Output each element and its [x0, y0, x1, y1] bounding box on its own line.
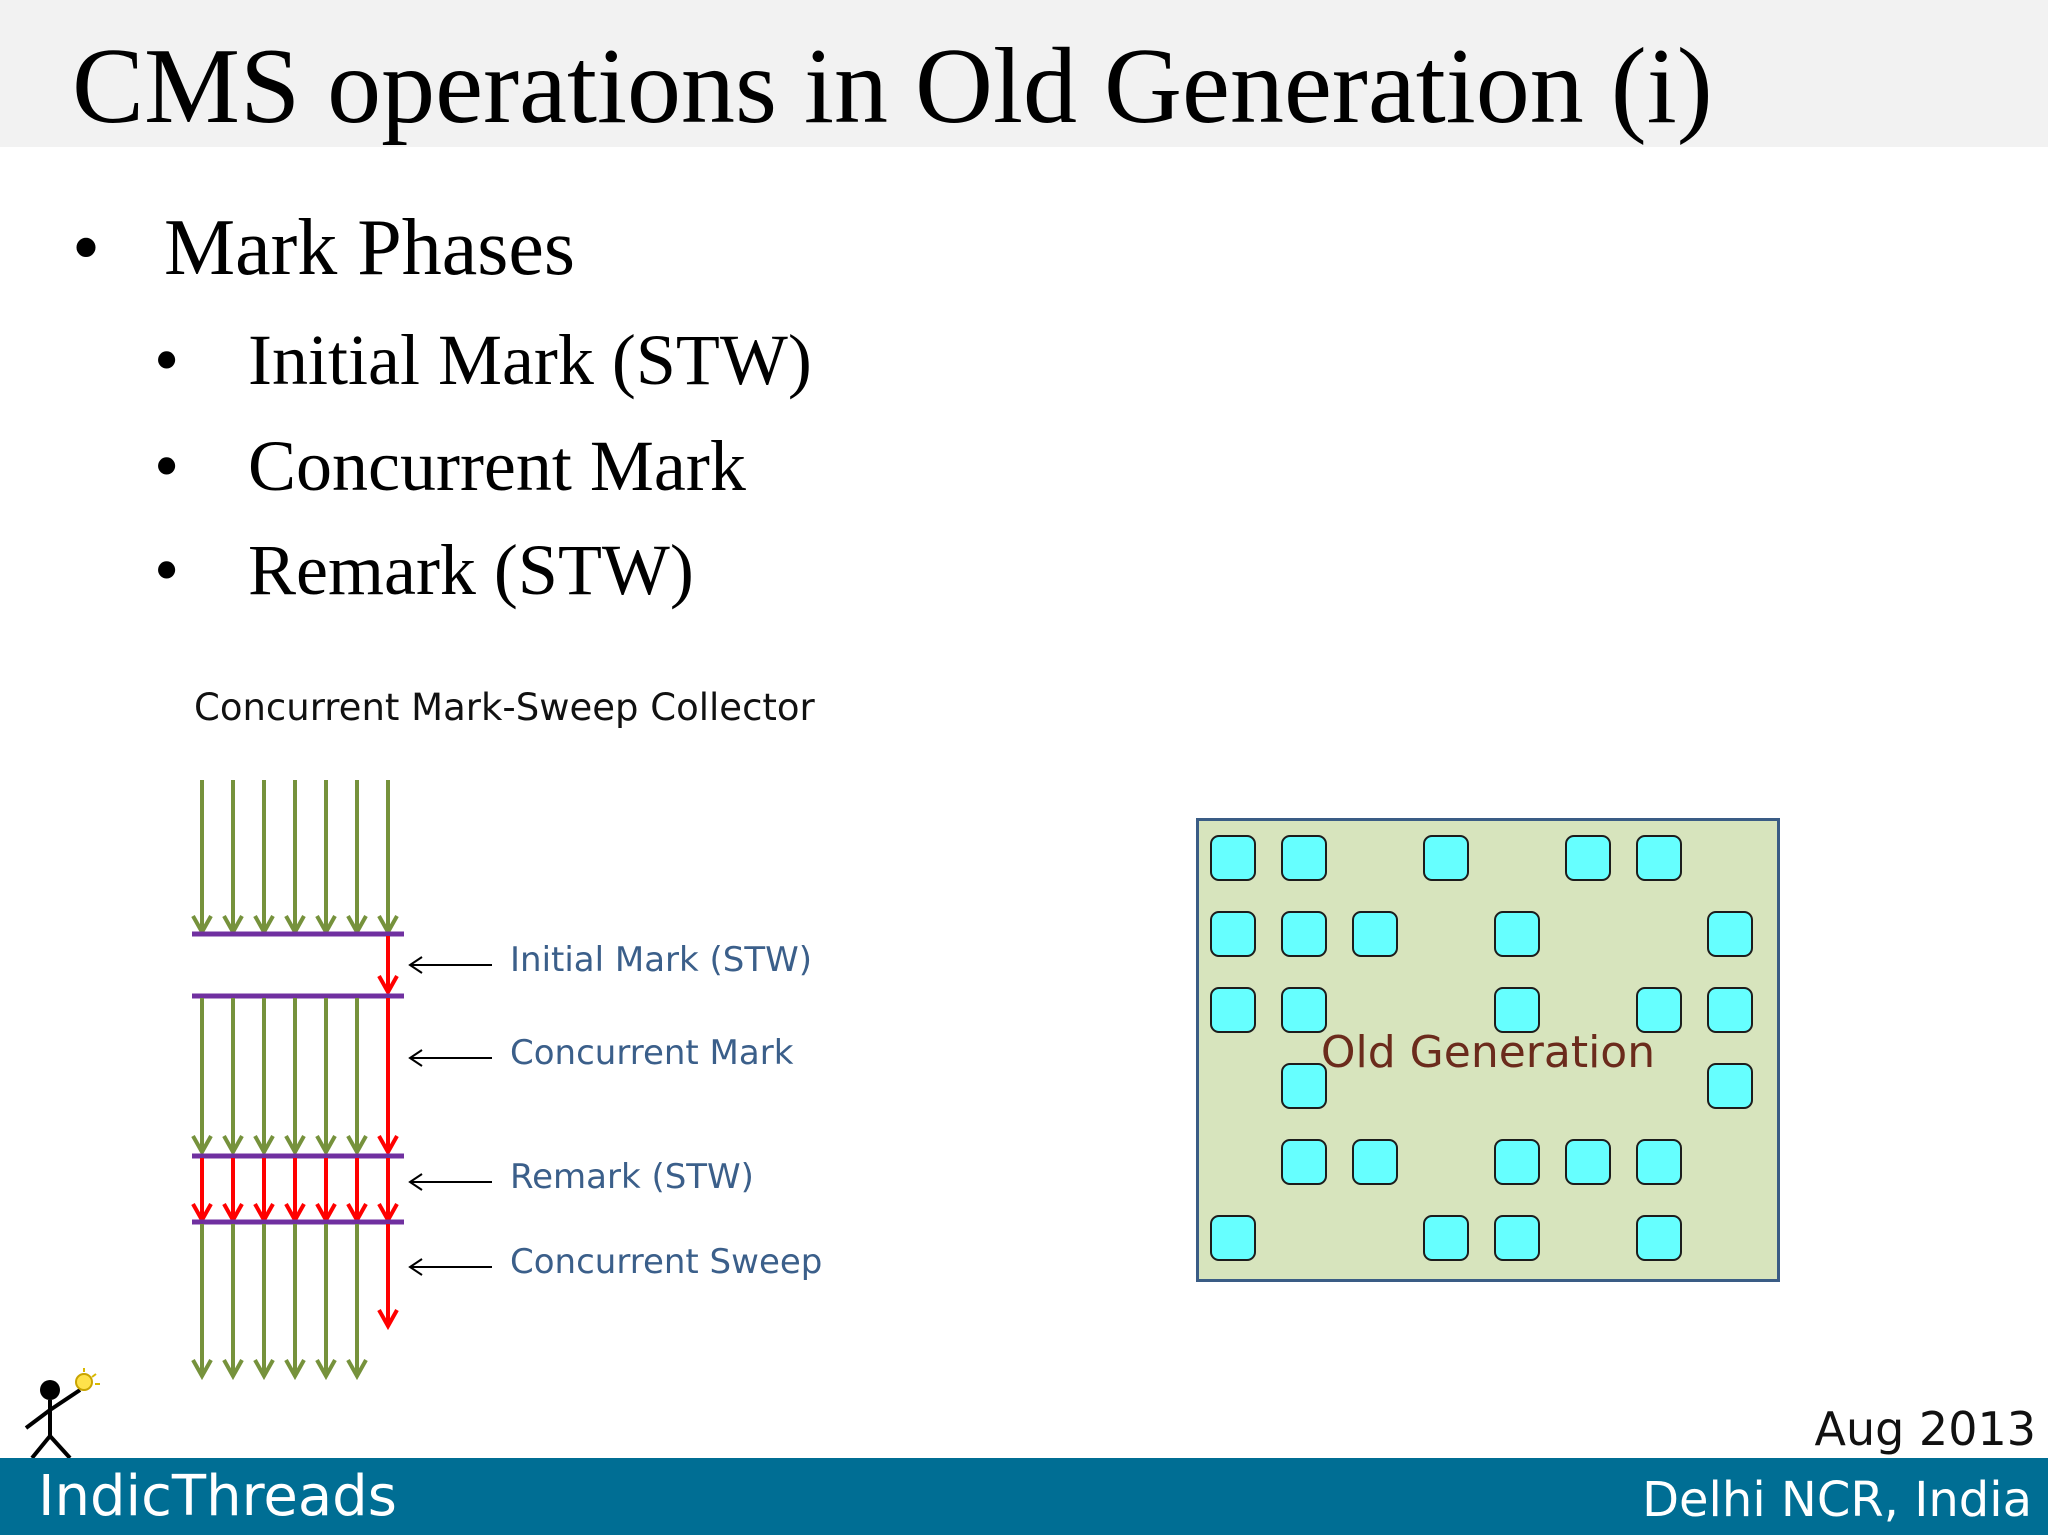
- heap-object: [1210, 1215, 1256, 1261]
- gc-thread-arrow-head: [377, 1135, 399, 1157]
- app-thread-arrow-head: [191, 1135, 213, 1157]
- diagram-title: Concurrent Mark-Sweep Collector: [194, 686, 815, 729]
- app-thread-arrow-head: [253, 1359, 275, 1381]
- heap-object: [1636, 835, 1682, 881]
- old-generation-heap: Old Generation: [1196, 818, 1780, 1282]
- phase-label: Concurrent Mark: [510, 1033, 794, 1073]
- phase-pointer-arrow: [408, 1173, 492, 1191]
- app-thread-arrow-head: [315, 1359, 337, 1381]
- heap-object: [1636, 987, 1682, 1033]
- app-thread-arrow-head: [346, 1359, 368, 1381]
- cms-thread-diagram: [191, 780, 404, 1381]
- stick-figure-logo: [24, 1368, 100, 1460]
- title-band: [0, 0, 2048, 147]
- event-location: Delhi NCR, India: [1642, 1472, 2032, 1528]
- old-generation-label: Old Generation: [1320, 1027, 1656, 1078]
- sub-bullet-marker: •: [154, 426, 180, 506]
- heap-object: [1210, 987, 1256, 1033]
- app-thread-arrow-head: [284, 1135, 306, 1157]
- heap-object: [1423, 835, 1469, 881]
- app-thread-arrow-head: [253, 1135, 275, 1157]
- heap-object: [1281, 911, 1327, 957]
- heap-object: [1707, 1063, 1753, 1109]
- sub-bullet-marker: •: [154, 530, 180, 610]
- gc-thread-arrow-head: [377, 975, 399, 997]
- sub-bullet-text: Initial Mark (STW): [248, 320, 812, 400]
- app-thread-arrow-head: [315, 1135, 337, 1157]
- heap-object: [1494, 911, 1540, 957]
- heap-object: [1281, 987, 1327, 1033]
- phase-pointer-arrow: [408, 1049, 492, 1067]
- app-thread-arrow-head: [346, 1135, 368, 1157]
- heap-object: [1494, 987, 1540, 1033]
- bullet-marker: •: [72, 204, 101, 292]
- phase-label: Remark (STW): [510, 1157, 754, 1197]
- app-thread-arrow-head: [191, 1359, 213, 1381]
- phase-pointer-arrow: [408, 1258, 492, 1276]
- thread-arrows: [191, 780, 404, 1381]
- heap-object: [1707, 987, 1753, 1033]
- app-thread-arrow-head: [222, 1135, 244, 1157]
- sub-bullet-marker: •: [154, 320, 180, 400]
- footer-bar: IndicThreads Delhi NCR, India: [0, 1458, 2048, 1535]
- heap-object: [1423, 1215, 1469, 1261]
- heap-object: [1565, 835, 1611, 881]
- sub-bullet-text: Remark (STW): [248, 530, 694, 610]
- bullet-text: Mark Phases: [164, 204, 576, 292]
- heap-object: [1565, 1139, 1611, 1185]
- heap-object: [1281, 835, 1327, 881]
- gc-thread-arrow-head: [377, 1309, 399, 1331]
- brand-name: IndicThreads: [38, 1464, 397, 1529]
- heap-object: [1636, 1139, 1682, 1185]
- date-label: Aug 2013: [1814, 1402, 2036, 1456]
- phase-label: Initial Mark (STW): [510, 940, 813, 980]
- slide-title: CMS operations in Old Generation (i): [72, 27, 1713, 146]
- heap-object: [1210, 835, 1256, 881]
- phase-pointer-arrow: [408, 956, 492, 974]
- heap-object: [1281, 1063, 1327, 1109]
- heap-object: [1352, 1139, 1398, 1185]
- app-thread-arrow-head: [222, 1359, 244, 1381]
- heap-object: [1210, 911, 1256, 957]
- heap-object: [1281, 1139, 1327, 1185]
- heap-object: [1352, 911, 1398, 957]
- heap-object: [1707, 911, 1753, 957]
- app-thread-arrow-head: [284, 1359, 306, 1381]
- phase-label: Concurrent Sweep: [510, 1242, 823, 1282]
- sub-bullet-text: Concurrent Mark: [248, 426, 746, 506]
- heap-object: [1636, 1215, 1682, 1261]
- heap-object: [1494, 1139, 1540, 1185]
- heap-object: [1494, 1215, 1540, 1261]
